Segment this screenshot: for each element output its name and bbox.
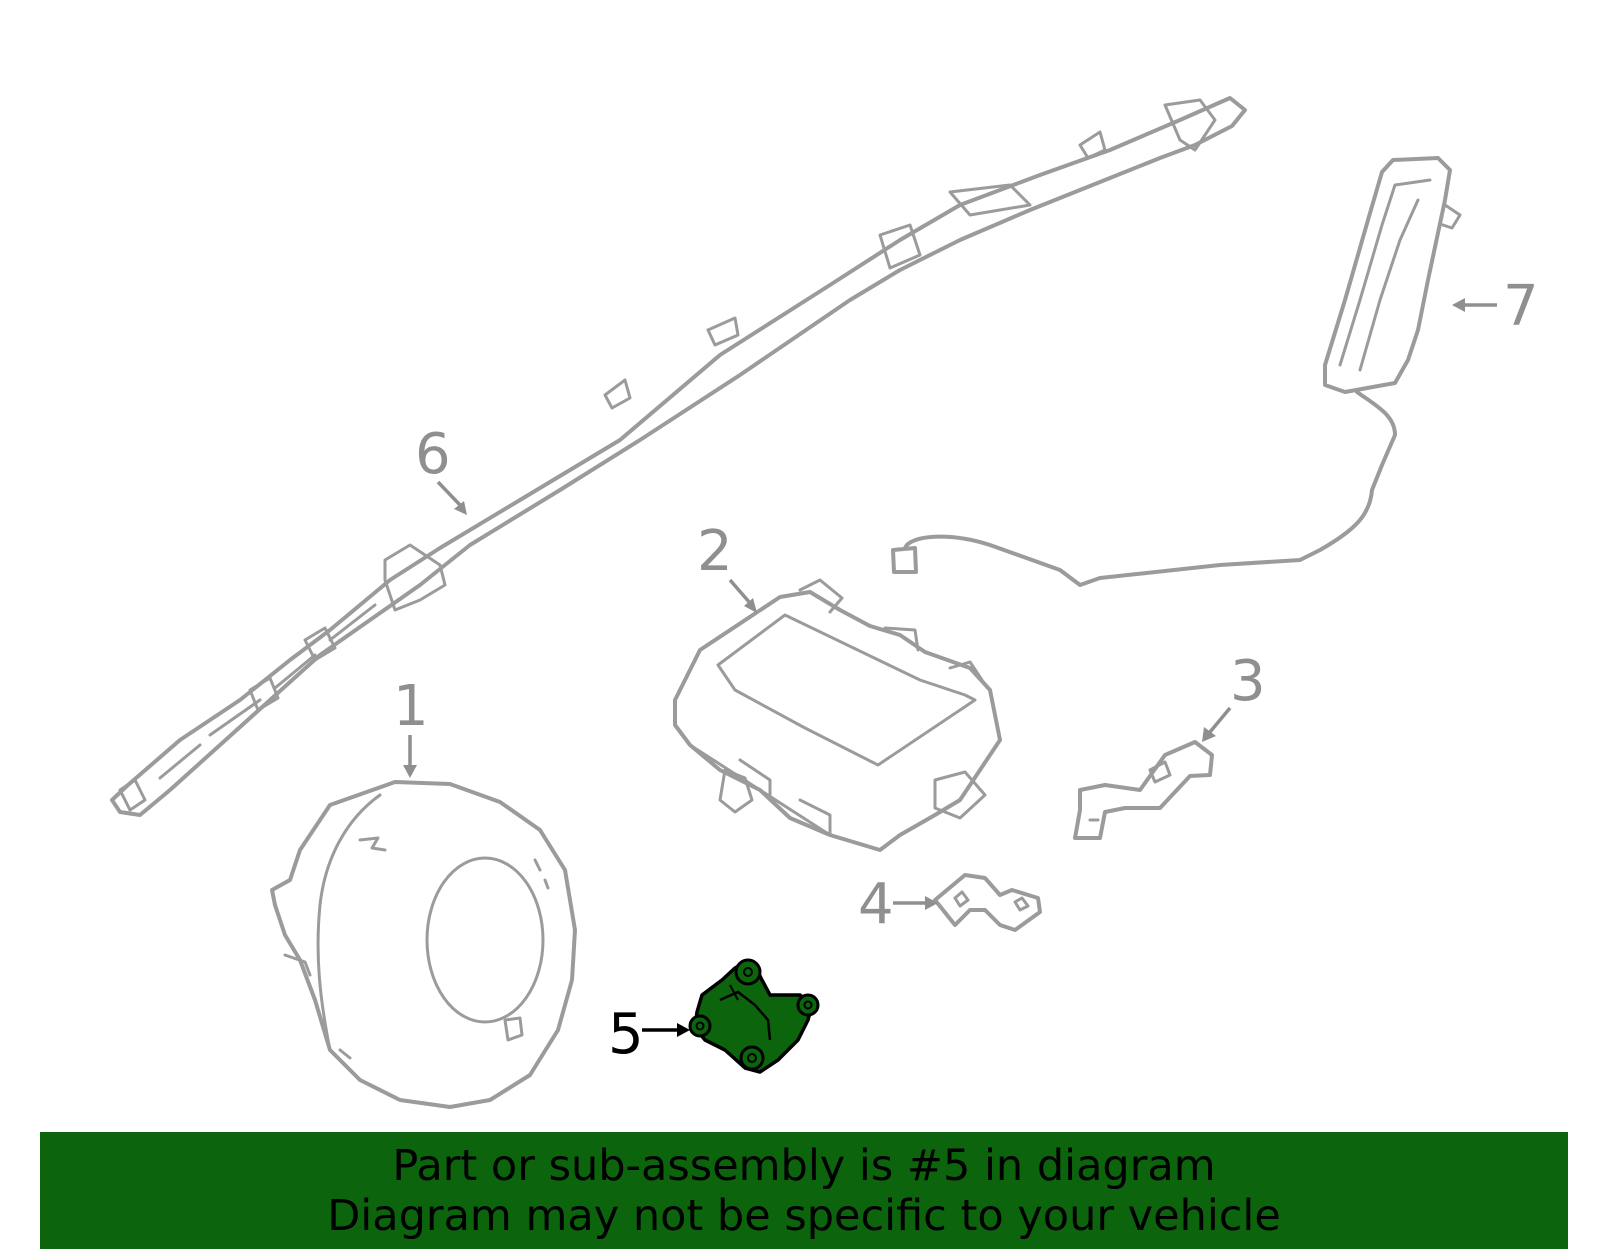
callout-2: 2 — [697, 519, 757, 613]
callout-4: 4 — [858, 872, 938, 937]
part-3-bracket[interactable] — [1073, 740, 1214, 840]
part-4-bracket[interactable] — [933, 873, 1042, 932]
info-banner: Part or sub-assembly is #5 in diagram Di… — [40, 1132, 1568, 1249]
part-2-control-module[interactable] — [673, 578, 1002, 852]
callout-7: 7 — [1452, 274, 1539, 339]
callout-3-label: 3 — [1230, 649, 1266, 714]
callout-7-label: 7 — [1503, 274, 1539, 339]
callout-5-label: 5 — [608, 1002, 644, 1067]
part-1-driver-airbag[interactable] — [270, 780, 577, 1109]
callout-6-label: 6 — [415, 422, 451, 487]
callout-2-label: 2 — [697, 519, 733, 584]
banner-line-1: Part or sub-assembly is #5 in diagram — [392, 1140, 1216, 1191]
callout-3: 3 — [1202, 649, 1266, 742]
callout-6: 6 — [415, 422, 467, 515]
callout-5: 5 — [608, 1002, 690, 1067]
callout-4-label: 4 — [858, 872, 894, 937]
callout-1: 1 — [393, 674, 429, 778]
part-5-highlighted-bracket[interactable] — [688, 958, 820, 1074]
callout-1-label: 1 — [393, 674, 429, 739]
banner-line-2: Diagram may not be specific to your vehi… — [327, 1190, 1281, 1241]
part-6-curtain-airbag[interactable] — [110, 96, 1247, 817]
part-7-knee-airbag[interactable] — [891, 156, 1462, 587]
